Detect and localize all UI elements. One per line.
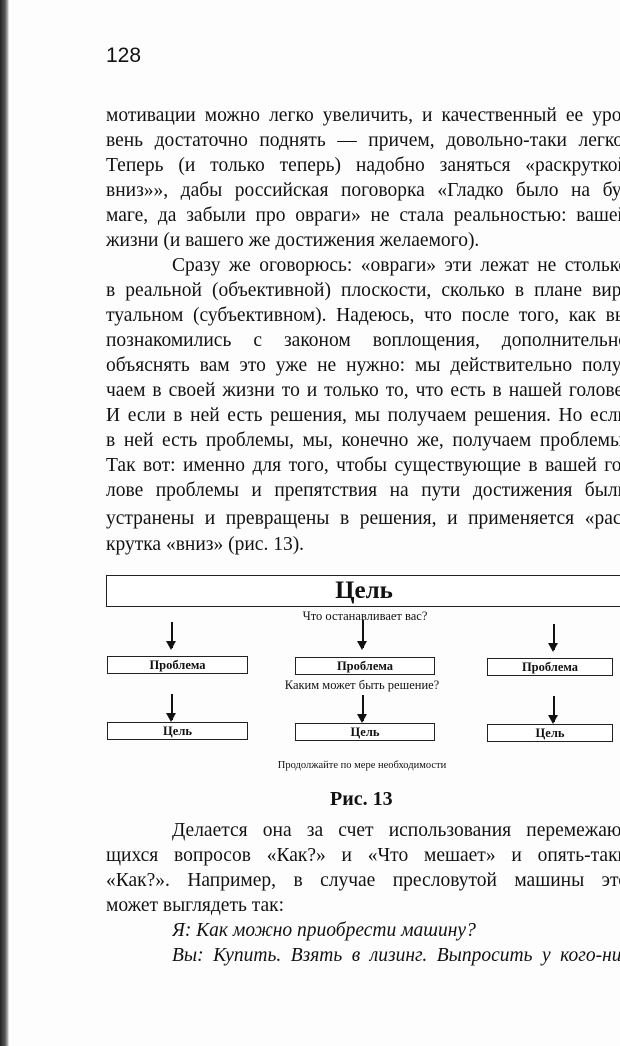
text-line: лове проблемы и препятствия на пути дост… [106, 480, 620, 501]
text-line: маге, да забыли про овраги» не стала реа… [106, 205, 620, 226]
problem-box: Проблема [487, 658, 613, 676]
top-goal-box: Цель [106, 575, 620, 607]
text-line: «Как?». Например, в случае пресловутой м… [106, 870, 620, 891]
goal-box: Цель [295, 723, 435, 741]
arrow-down-icon [549, 696, 557, 724]
question-what-stops-you: Что останавливает вас? [302, 609, 428, 623]
text-line: объяснять вам это уже не нужно: мы дейст… [106, 355, 620, 376]
arrow-down-icon [358, 695, 366, 723]
problem-box: Проблема [107, 656, 248, 674]
goal-box: Цель [107, 722, 248, 740]
problem-box: Проблема [295, 657, 435, 675]
book-binding-edge [0, 0, 9, 1046]
text-line: Так вот: именно для того, чтобы существу… [106, 455, 620, 476]
page-number: 128 [106, 44, 142, 67]
text-line: устранены и превращены в решения, и прим… [106, 508, 620, 529]
arrow-down-icon [549, 624, 557, 652]
text-line: щихся вопросов «Как?» и «Что мешает» и о… [106, 845, 620, 866]
text-line: Делается она за счет использования перем… [172, 820, 620, 841]
text-line: туальном (субъективном). Надеюсь, что по… [106, 305, 620, 326]
text-line: мотивации можно легко увеличить, и качес… [106, 105, 620, 126]
figure-caption: Рис. 13 [330, 788, 393, 810]
text-line: познакомились с законом воплощения, допо… [106, 330, 620, 351]
text-line: И если в ней есть решения, мы получаем р… [106, 405, 620, 426]
text-line: вень достаточно поднять — причем, доволь… [106, 130, 620, 151]
text-line: Теперь (и только теперь) надобно занятьс… [106, 155, 620, 176]
text-line: вниз»», дабы российская поговорка «Гладк… [106, 180, 620, 201]
text-line: жизни (и вашего же достижения желаемого)… [106, 230, 480, 251]
text-line: крутка «вниз» (рис. 13). [106, 534, 305, 555]
text-line: в ней есть проблемы, мы, конечно же, пол… [106, 430, 620, 451]
text-line: чаем в своей жизни то и только то, что е… [106, 380, 620, 401]
text-line: может выглядеть так: [106, 895, 285, 916]
dialog-line: Я: Как можно приобрести машину? [172, 920, 476, 941]
arrow-down-icon [167, 622, 175, 650]
dialog-line: Вы: Купить. Взять в лизинг. Выпросить у … [172, 945, 620, 966]
arrow-down-icon [167, 694, 175, 722]
arrow-down-icon [358, 620, 366, 650]
diagram-note: Продолжайте по мере необходимости [277, 760, 447, 771]
goal-box: Цель [487, 724, 613, 742]
text-line: Сразу же оговорюсь: «овраги» эти лежат н… [172, 255, 620, 276]
text-line: в реальной (объективной) плоскости, скол… [106, 280, 620, 301]
question-possible-solution: Каким может быть решение? [284, 678, 440, 692]
